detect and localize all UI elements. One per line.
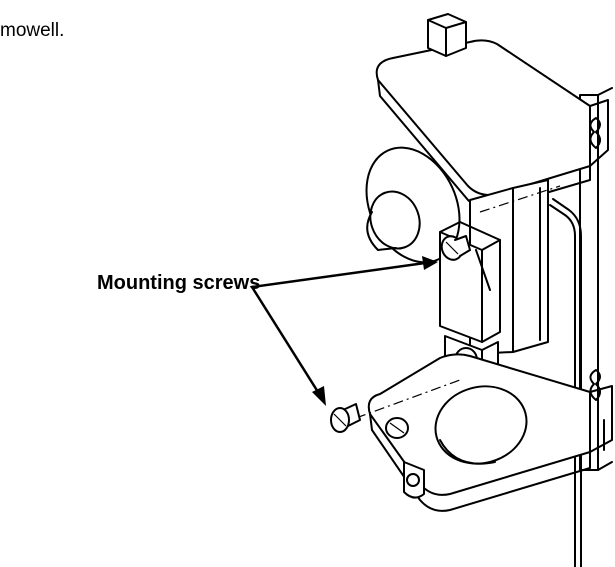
mounting-screws-label: Mounting screws [97,272,261,294]
adjustment-knob [365,146,461,264]
mounting-screw-icon [330,403,361,433]
cropped-caption-text: mowell. [0,20,65,41]
upper-mounting-screw [440,235,471,261]
leader-arrows [250,256,438,406]
back-plate [549,87,613,567]
bottom-bracket [355,353,613,512]
